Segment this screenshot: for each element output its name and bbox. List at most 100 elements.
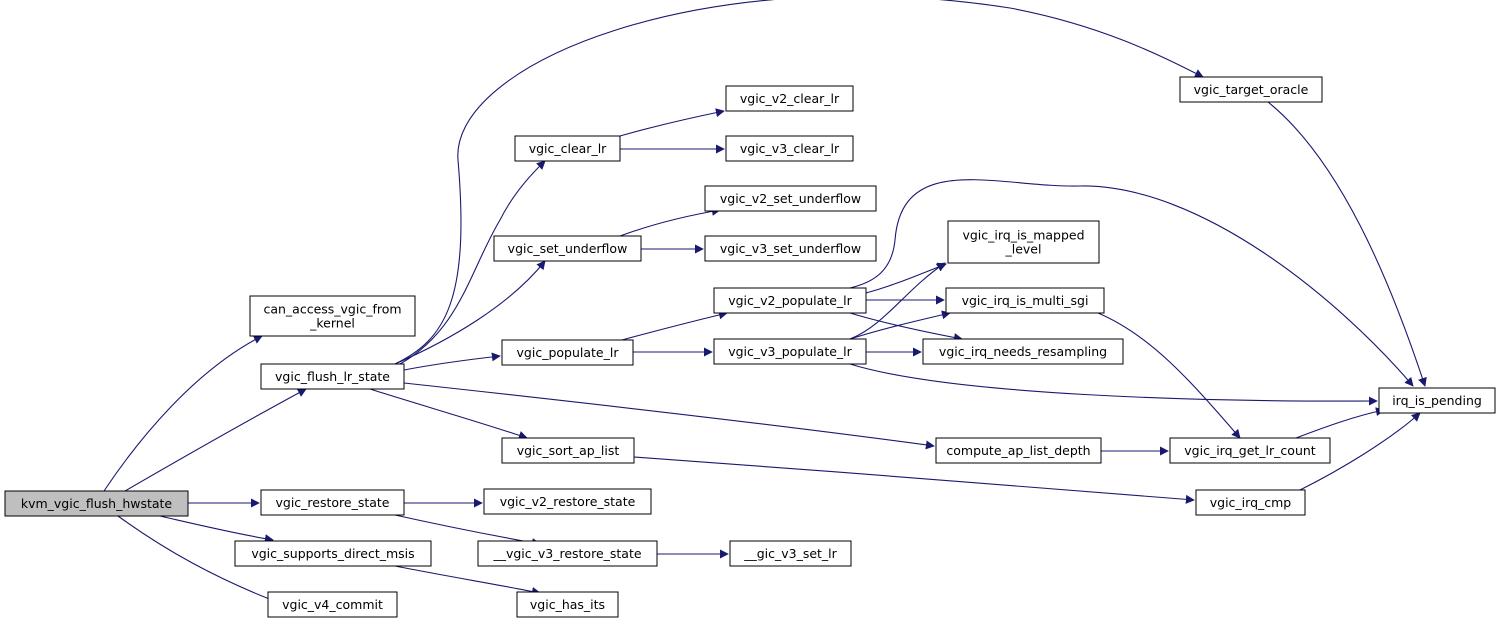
edge-vgic_clear_lr-to-vgic_v2_clear_lr — [619, 108, 725, 137]
node-box — [514, 135, 621, 162]
node-label: irq_is_pending — [1392, 393, 1482, 408]
edge-vgic_restore_state-to-__vgic_v3_restore_state — [394, 514, 541, 548]
node-can_access_vgic_from_kernel[interactable]: can_access_vgic_from_kernel — [249, 295, 416, 337]
node-__vgic_v3_restore_state[interactable]: __vgic_v3_restore_state — [477, 540, 658, 567]
edge-vgic_flush_lr_state-to-vgic_set_underflow — [394, 260, 546, 365]
node-label: compute_ap_list_depth — [946, 443, 1090, 458]
node-box — [4, 490, 189, 517]
node-vgic_v4_commit[interactable]: vgic_v4_commit — [267, 591, 398, 618]
node-label: vgic_flush_lr_state — [275, 369, 390, 384]
node-box — [729, 540, 852, 567]
node-box — [249, 295, 416, 337]
edge-line — [394, 0, 1204, 365]
edge-line — [633, 456, 1195, 504]
node-vgic_populate_lr[interactable]: vgic_populate_lr — [501, 339, 634, 366]
node-vgic_has_its[interactable]: vgic_has_its — [516, 591, 619, 618]
edge-line — [369, 388, 528, 440]
edge-vgic_irq_cmp-to-irq_is_pending — [1299, 412, 1421, 491]
node-vgic_v2_populate_lr[interactable]: vgic_v2_populate_lr — [713, 287, 867, 314]
edge-line — [394, 260, 546, 365]
edge-line — [399, 160, 546, 365]
edge-vgic_target_oracle-to-irq_is_pending — [1267, 101, 1427, 387]
edge-line — [619, 206, 721, 237]
node-box — [260, 489, 405, 516]
node-vgic_v2_clear_lr[interactable]: vgic_v2_clear_lr — [725, 85, 854, 112]
node-label: vgic_restore_state — [275, 495, 389, 510]
node-label: vgic_irq_needs_resampling — [939, 344, 1107, 359]
edge-line — [849, 310, 951, 340]
edge-line — [394, 514, 541, 548]
node-label: kvm_vgic_flush_hwstate — [21, 496, 173, 511]
edge-kvm_vgic_flush_hwstate-to-vgic_flush_lr_state — [124, 388, 307, 492]
node-kvm_vgic_flush_hwstate[interactable]: kvm_vgic_flush_hwstate — [4, 490, 189, 517]
edge-vgic_set_underflow-to-vgic_v2_set_underflow — [619, 206, 721, 237]
node-box — [267, 591, 398, 618]
node-vgic_irq_get_lr_count[interactable]: vgic_irq_get_lr_count — [1169, 437, 1331, 464]
edge-line — [1267, 101, 1427, 387]
node-vgic_sort_ap_list[interactable]: vgic_sort_ap_list — [501, 437, 635, 464]
node-vgic_supports_direct_msis[interactable]: vgic_supports_direct_msis — [234, 540, 432, 567]
node-compute_ap_list_depth[interactable]: compute_ap_list_depth — [935, 437, 1102, 464]
edge-line — [394, 565, 541, 596]
node-label: vgic_irq_is_multi_sgi — [962, 293, 1089, 308]
node-label: __vgic_v3_restore_state — [492, 546, 641, 561]
edge-line — [1299, 412, 1421, 491]
edge-vgic_flush_lr_state-to-vgic_target_oracle — [394, 0, 1204, 365]
node-vgic_target_oracle[interactable]: vgic_target_oracle — [1179, 76, 1323, 103]
edge-kvm_vgic_flush_hwstate-to-vgic_supports_direct_msis — [159, 515, 274, 544]
node-label: vgic_v3_clear_lr — [740, 141, 840, 156]
node-irq_is_pending[interactable]: irq_is_pending — [1378, 387, 1496, 414]
node-vgic_irq_is_multi_sgi[interactable]: vgic_irq_is_multi_sgi — [945, 287, 1105, 314]
node-box — [234, 540, 432, 567]
edge-line — [1097, 312, 1241, 439]
node-vgic_v3_populate_lr[interactable]: vgic_v3_populate_lr — [713, 338, 867, 365]
edge-vgic_v2_populate_lr-to-irq_is_pending — [849, 179, 1414, 387]
node-vgic_v2_restore_state[interactable]: vgic_v2_restore_state — [483, 488, 652, 515]
node-vgic_v2_set_underflow[interactable]: vgic_v2_set_underflow — [704, 185, 877, 212]
node-__gic_v3_set_lr[interactable]: __gic_v3_set_lr — [729, 540, 852, 567]
node-label: vgic_irq_get_lr_count — [1184, 443, 1316, 458]
node-label: vgic_irq_cmp — [1210, 495, 1292, 510]
node-box — [501, 437, 635, 464]
node-vgic_clear_lr[interactable]: vgic_clear_lr — [514, 135, 621, 162]
node-box — [1179, 76, 1323, 103]
node-label: vgic_v3_set_underflow — [720, 241, 861, 256]
node-vgic_set_underflow[interactable]: vgic_set_underflow — [493, 235, 642, 262]
edge-line — [403, 352, 501, 371]
edge-vgic_flush_lr_state-to-vgic_clear_lr — [399, 160, 546, 365]
node-box — [945, 287, 1105, 314]
node-vgic_v3_set_underflow[interactable]: vgic_v3_set_underflow — [704, 235, 877, 262]
edge-vgic_supports_direct_msis-to-vgic_has_its — [394, 565, 541, 596]
edge-kvm_vgic_flush_hwstate-to-can_access_vgic_from_kernel — [103, 335, 263, 492]
node-vgic_v3_clear_lr[interactable]: vgic_v3_clear_lr — [725, 135, 854, 162]
edge-line — [849, 312, 963, 342]
node-label: vgic_supports_direct_msis — [251, 546, 414, 561]
node-box — [935, 437, 1102, 464]
node-vgic_irq_is_mapped_level[interactable]: vgic_irq_is_mapped_level — [947, 220, 1100, 264]
node-vgic_irq_needs_resampling[interactable]: vgic_irq_needs_resampling — [922, 338, 1124, 365]
node-label: vgic_v3_populate_lr — [728, 344, 852, 359]
edge-line — [865, 262, 947, 294]
node-vgic_irq_cmp[interactable]: vgic_irq_cmp — [1195, 489, 1306, 516]
node-box — [704, 235, 877, 262]
node-label: vgic_v2_set_underflow — [720, 191, 861, 206]
node-label: vgic_target_oracle — [1194, 82, 1309, 97]
node-vgic_flush_lr_state[interactable]: vgic_flush_lr_state — [260, 363, 405, 390]
node-box — [1195, 489, 1306, 516]
node-box — [516, 591, 619, 618]
node-label: vgic_populate_lr — [517, 345, 620, 360]
edge-vgic_populate_lr-to-vgic_v2_populate_lr — [621, 310, 728, 341]
node-label: vgic_set_underflow — [508, 241, 628, 256]
edge-line — [849, 363, 1378, 406]
edge-vgic_v3_populate_lr-to-vgic_irq_is_multi_sgi — [849, 310, 951, 340]
node-label: vgic_clear_lr — [529, 141, 607, 156]
edge-vgic_flush_lr_state-to-compute_ap_list_depth — [403, 382, 935, 450]
node-box — [260, 363, 405, 390]
node-box — [1378, 387, 1496, 414]
node-label: vgic_has_its — [530, 597, 605, 612]
edge-vgic_flush_lr_state-to-vgic_sort_ap_list — [369, 388, 528, 440]
node-vgic_restore_state[interactable]: vgic_restore_state — [260, 489, 405, 516]
node-box — [713, 287, 867, 314]
node-label: vgic_v4_commit — [282, 597, 383, 612]
